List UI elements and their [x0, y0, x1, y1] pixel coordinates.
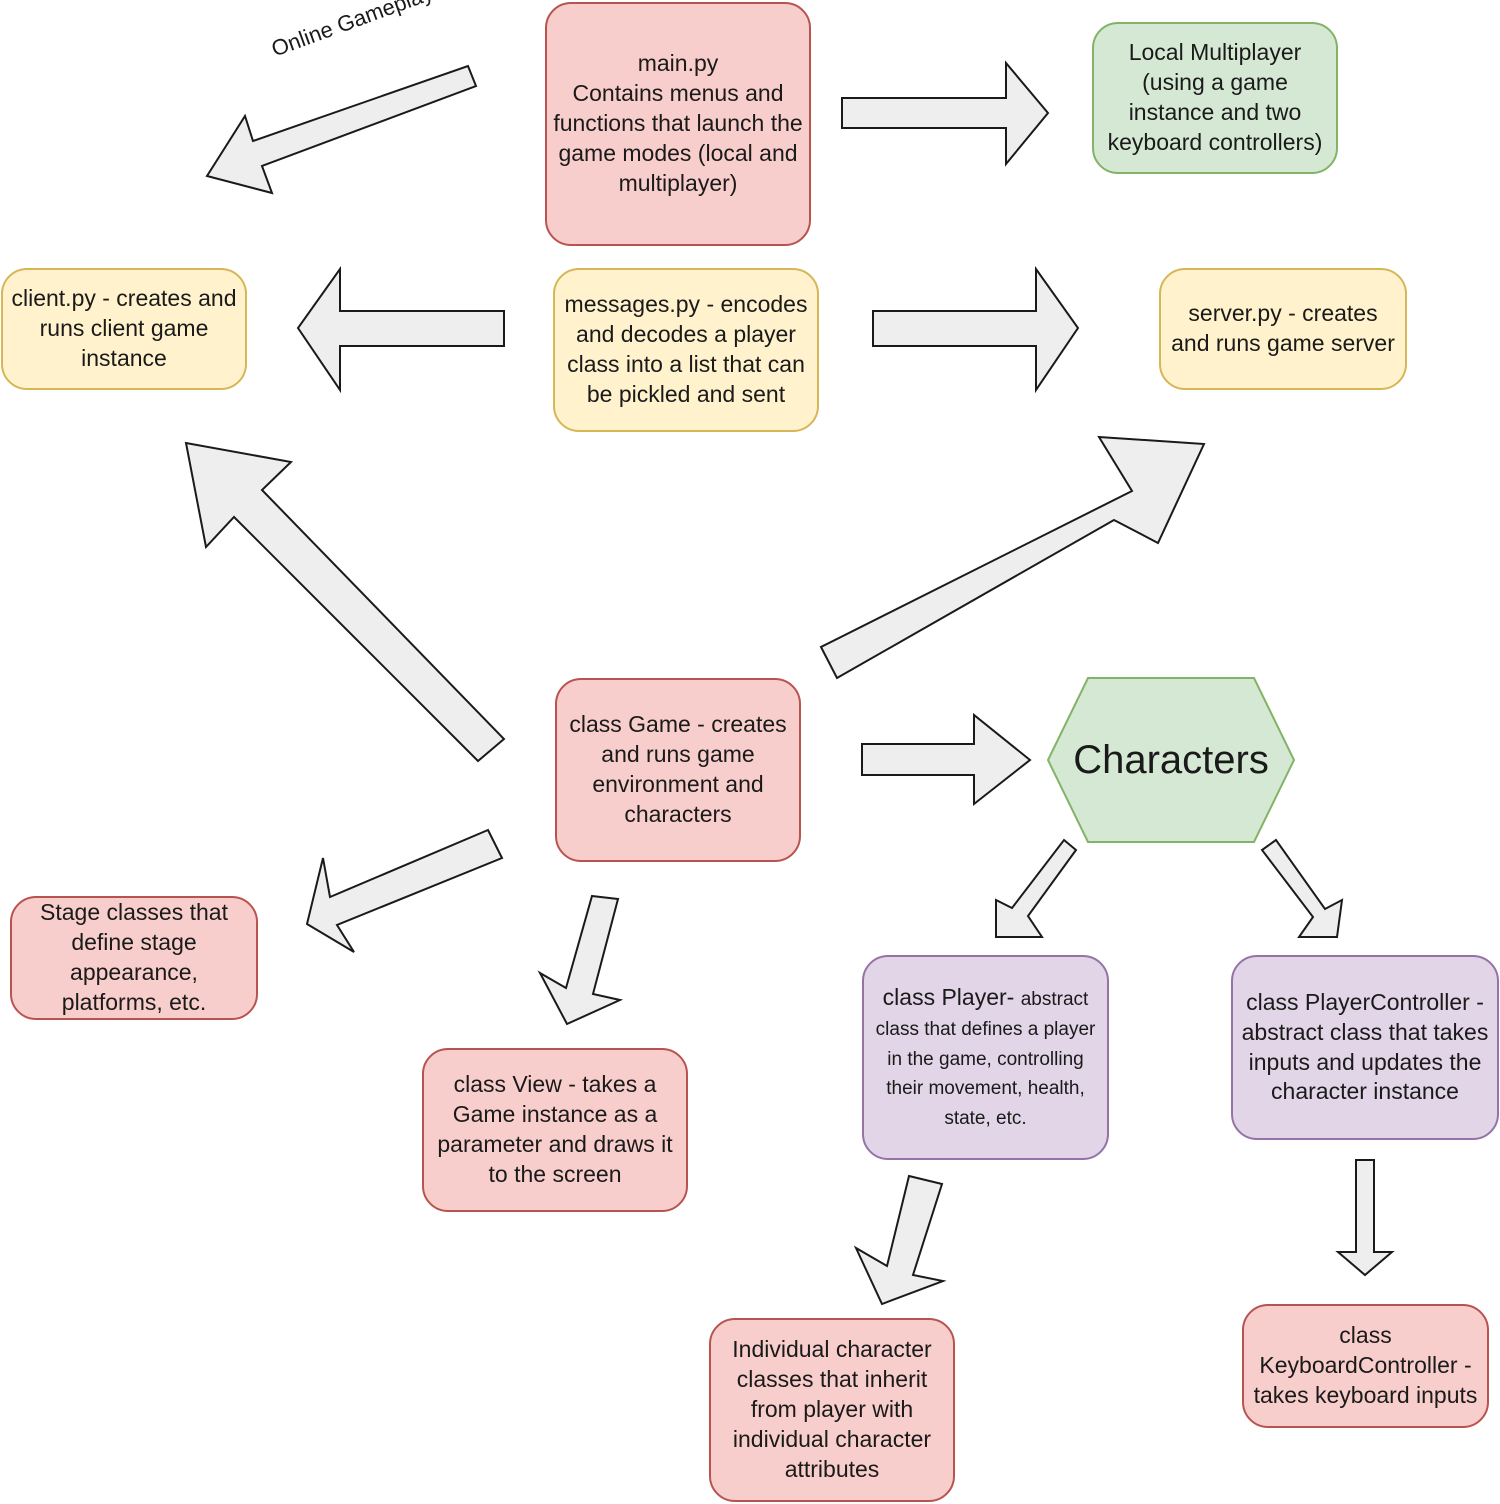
main-py-text: main.py Contains menus and functions tha…: [553, 50, 803, 196]
class-player-controller-node: class PlayerController - abstract class …: [1231, 955, 1499, 1140]
arrow-online-gameplay: [205, 64, 478, 195]
individual-character-node: Individual character classes that inheri…: [709, 1318, 955, 1502]
arrow-game-to-server: [819, 435, 1206, 680]
arrow-main-to-local: [841, 60, 1050, 167]
arrow-game-to-stage: [305, 828, 504, 953]
keyboard-controller-node: class KeyboardController - takes keyboar…: [1242, 1304, 1489, 1428]
messages-py-node: messages.py - encodes and decodes a play…: [553, 268, 819, 432]
class-player-content: class Player- abstract class that define…: [870, 983, 1101, 1132]
local-multiplayer-node: Local Multiplayer (using a game instance…: [1092, 22, 1338, 174]
class-game-node: class Game - creates and runs game envir…: [555, 678, 801, 862]
characters-hexagon: [1046, 677, 1296, 843]
class-player-controller-text: class PlayerController - abstract class …: [1241, 988, 1489, 1105]
class-view-text: class View - takes a Game instance as a …: [437, 1071, 673, 1187]
client-py-text: client.py - creates and runs client game…: [11, 285, 237, 371]
class-player-title: class Player-: [882, 983, 1015, 1010]
class-player-desc: abstract class that defines a player in …: [875, 988, 1096, 1130]
messages-py-text: messages.py - encodes and decodes a play…: [564, 291, 808, 407]
main-py-node: main.py Contains menus and functions tha…: [545, 2, 811, 246]
arrow-controller-to-keyboard: [1335, 1159, 1395, 1277]
stage-classes-text: Stage classes that define stage appearan…: [40, 899, 228, 1015]
individual-character-text: Individual character classes that inheri…: [732, 1336, 932, 1482]
arrow-characters-to-player: [995, 838, 1078, 938]
keyboard-controller-text: class KeyboardController - takes keyboar…: [1253, 1322, 1478, 1408]
arrow-characters-to-controller: [1260, 838, 1344, 938]
class-game-text: class Game - creates and runs game envir…: [569, 711, 787, 827]
arrow-game-to-characters: [861, 712, 1032, 807]
local-multiplayer-text: Local Multiplayer (using a game instance…: [1107, 39, 1323, 155]
arrow-game-to-view: [537, 894, 624, 1026]
arrow-messages-to-server: [872, 265, 1080, 394]
characters-label: Characters: [1073, 737, 1269, 782]
client-py-node: client.py - creates and runs client game…: [1, 268, 247, 390]
class-view-node: class View - takes a Game instance as a …: [422, 1048, 688, 1212]
server-py-text: server.py - creates and runs game server: [1171, 300, 1395, 356]
server-py-node: server.py - creates and runs game server: [1159, 268, 1407, 390]
stage-classes-node: Stage classes that define stage appearan…: [10, 896, 258, 1020]
arrow-messages-to-client: [296, 265, 505, 394]
class-player-node: class Player- abstract class that define…: [862, 955, 1109, 1160]
arrow-player-to-individual: [853, 1174, 947, 1306]
arrow-game-to-client: [184, 441, 506, 763]
